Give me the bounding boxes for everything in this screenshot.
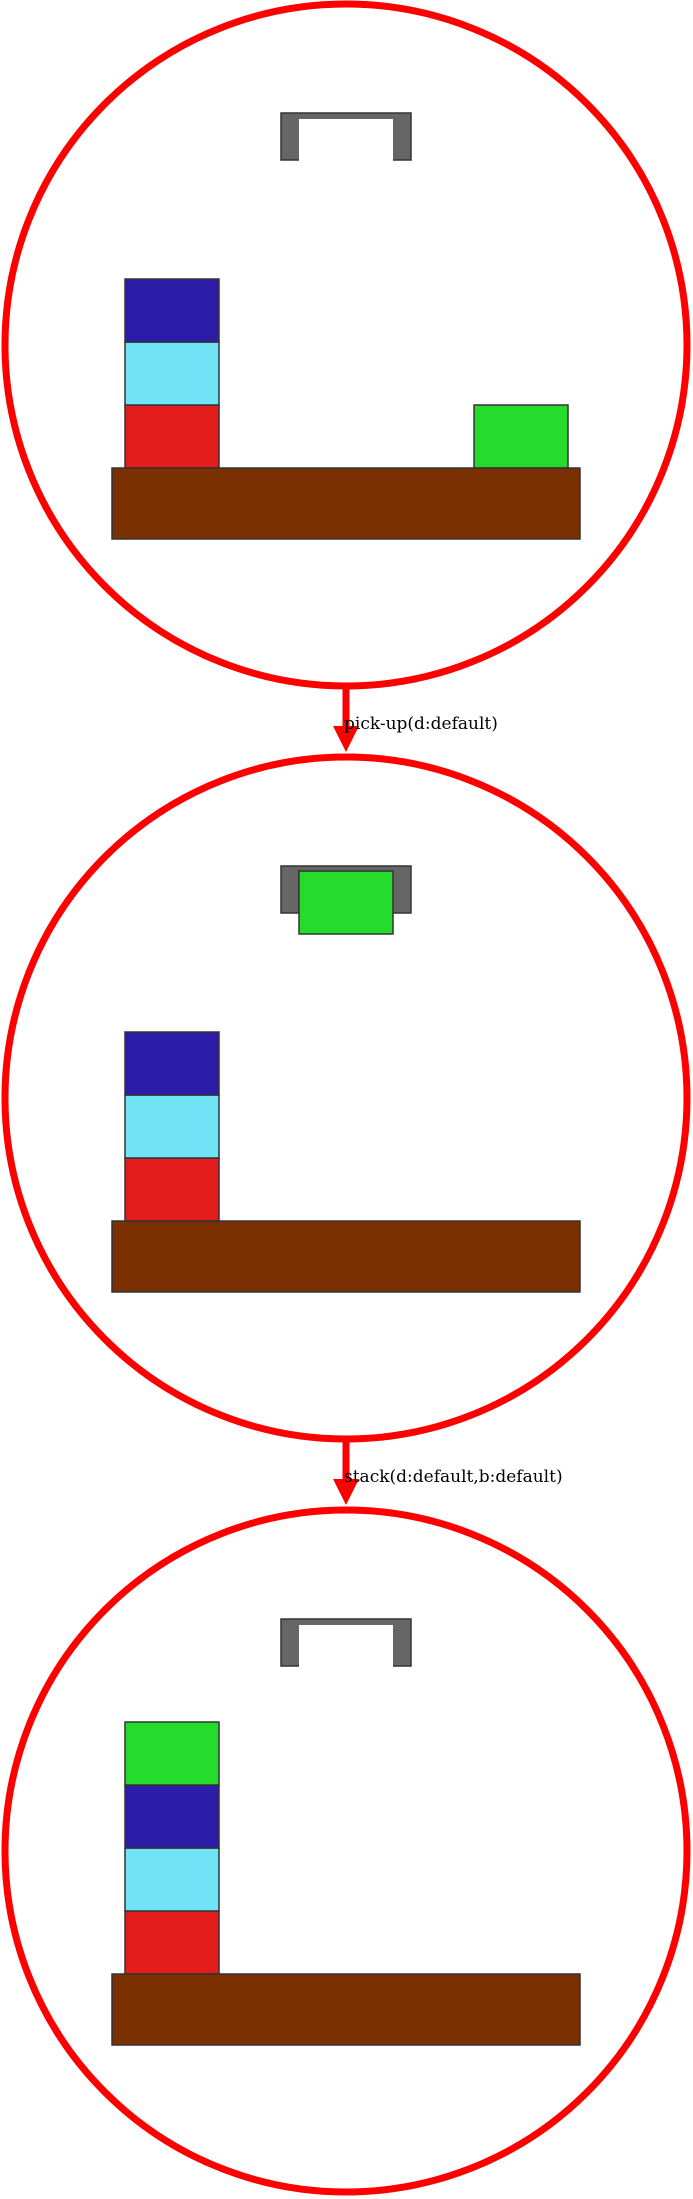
state-1 <box>1 0 691 690</box>
block-red <box>124 1910 220 1975</box>
state-1-circle <box>1 0 691 690</box>
block-green <box>473 404 569 469</box>
block-red <box>124 404 220 469</box>
state-2 <box>1 753 691 1443</box>
block-red <box>124 1157 220 1222</box>
block-green <box>124 1721 220 1786</box>
table <box>111 1973 581 2046</box>
gripper-icon <box>280 112 412 161</box>
state-2-circle <box>1 753 691 1443</box>
block-cyan <box>124 1094 220 1159</box>
state-3 <box>1 1506 691 2196</box>
transition-arrow-1: pick-up(d:default) <box>333 686 498 752</box>
gripper-icon <box>280 1618 412 1667</box>
transition-label-1: pick-up(d:default) <box>344 714 498 734</box>
block-blue <box>124 278 220 343</box>
transition-arrow-2: stack(d:default,b:default) <box>333 1439 563 1505</box>
block-cyan <box>124 341 220 406</box>
block-blue <box>124 1784 220 1849</box>
transition-label-2: stack(d:default,b:default) <box>344 1467 563 1487</box>
state-3-circle <box>1 1506 691 2196</box>
block-blue <box>124 1031 220 1096</box>
table <box>111 467 581 540</box>
block-cyan <box>124 1847 220 1912</box>
table <box>111 1220 581 1293</box>
block-green <box>298 870 394 935</box>
